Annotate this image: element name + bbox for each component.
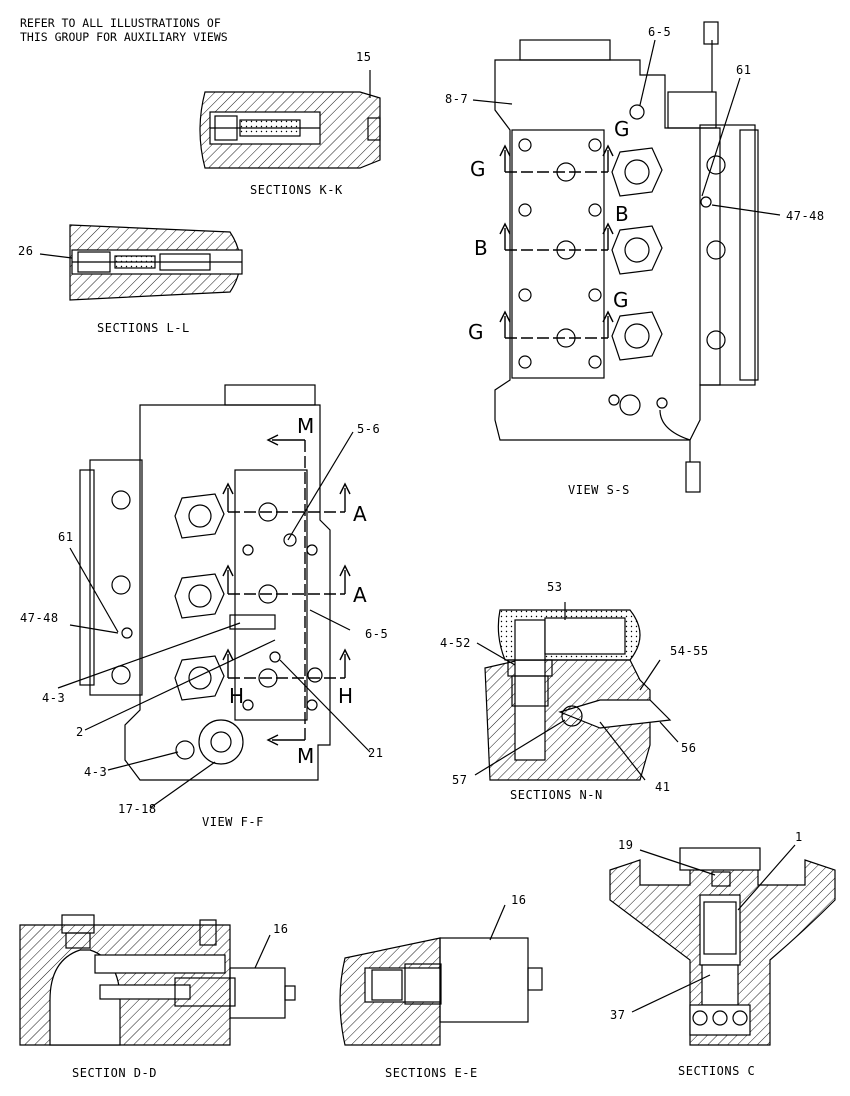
header-note-line2: THIS GROUP FOR AUXILIARY VIEWS xyxy=(20,30,228,44)
section-dd-drawing xyxy=(19,914,296,1046)
view-ss-drawing xyxy=(472,21,781,493)
caption-view-ff: VIEW F-F xyxy=(202,815,264,829)
section-mark-a1: A xyxy=(353,502,367,526)
callout-54-55: 54-55 xyxy=(670,644,709,658)
caption-sections-nn: SECTIONS N-N xyxy=(510,788,603,802)
section-mark-b-left: B xyxy=(474,236,488,260)
callout-21: 21 xyxy=(368,746,384,760)
callout-41: 41 xyxy=(655,780,671,794)
section-mark-m-top: M xyxy=(297,414,315,438)
callout-4-52: 4-52 xyxy=(440,636,471,650)
section-nn-drawing xyxy=(474,602,679,781)
callout-8-7: 8-7 xyxy=(445,92,469,106)
callout-47-48-top: 47-48 xyxy=(786,209,825,223)
section-c-drawing xyxy=(609,844,836,1046)
section-kk-drawing xyxy=(199,70,381,169)
callout-61-left: 61 xyxy=(58,530,74,544)
caption-sections-kk: SECTIONS K-K xyxy=(250,183,343,197)
callout-53: 53 xyxy=(547,580,563,594)
callout-15: 15 xyxy=(356,50,372,64)
section-ll-drawing xyxy=(39,224,243,301)
callout-6-5-top: 6-5 xyxy=(648,25,672,39)
callout-4-3-upper: 4-3 xyxy=(42,691,66,705)
callout-16-dd: 16 xyxy=(273,922,289,936)
view-ff-drawing xyxy=(57,384,371,809)
callout-19: 19 xyxy=(618,838,634,852)
section-mark-a2: A xyxy=(353,583,367,607)
callout-16-ee: 16 xyxy=(511,893,527,907)
section-mark-g2-left: G xyxy=(468,320,484,344)
callout-61-top: 61 xyxy=(736,63,752,77)
caption-sections-c: SECTIONS C xyxy=(678,1064,756,1078)
section-ee-drawing xyxy=(339,904,543,1046)
caption-sections-ll: SECTIONS L-L xyxy=(97,321,190,335)
callout-17-18: 17-18 xyxy=(118,802,157,816)
callout-37: 37 xyxy=(610,1008,626,1022)
callout-57: 57 xyxy=(452,773,468,787)
caption-sections-ee: SECTIONS E-E xyxy=(385,1066,478,1080)
callout-2: 2 xyxy=(76,725,84,739)
section-mark-h-right: H xyxy=(338,684,354,708)
callout-6-5-mid: 6-5 xyxy=(365,627,389,641)
callout-4-3-lower: 4-3 xyxy=(84,765,108,779)
callout-47-48-left: 47-48 xyxy=(20,611,59,625)
callout-26: 26 xyxy=(18,244,34,258)
section-mark-m-bottom: M xyxy=(297,744,315,768)
callout-1: 1 xyxy=(795,830,803,844)
callout-5-6: 5-6 xyxy=(357,422,381,436)
section-mark-g1-right: G xyxy=(614,117,630,141)
caption-section-dd: SECTION D-D xyxy=(72,1066,157,1080)
callout-56: 56 xyxy=(681,741,697,755)
section-mark-h-left: H xyxy=(229,684,245,708)
section-mark-g1-left: G xyxy=(470,157,486,181)
caption-view-ss: VIEW S-S xyxy=(568,483,630,497)
header-note-line1: REFER TO ALL ILLUSTRATIONS OF xyxy=(20,16,221,30)
section-mark-g2-right: G xyxy=(613,288,629,312)
section-mark-b-right: B xyxy=(615,202,629,226)
